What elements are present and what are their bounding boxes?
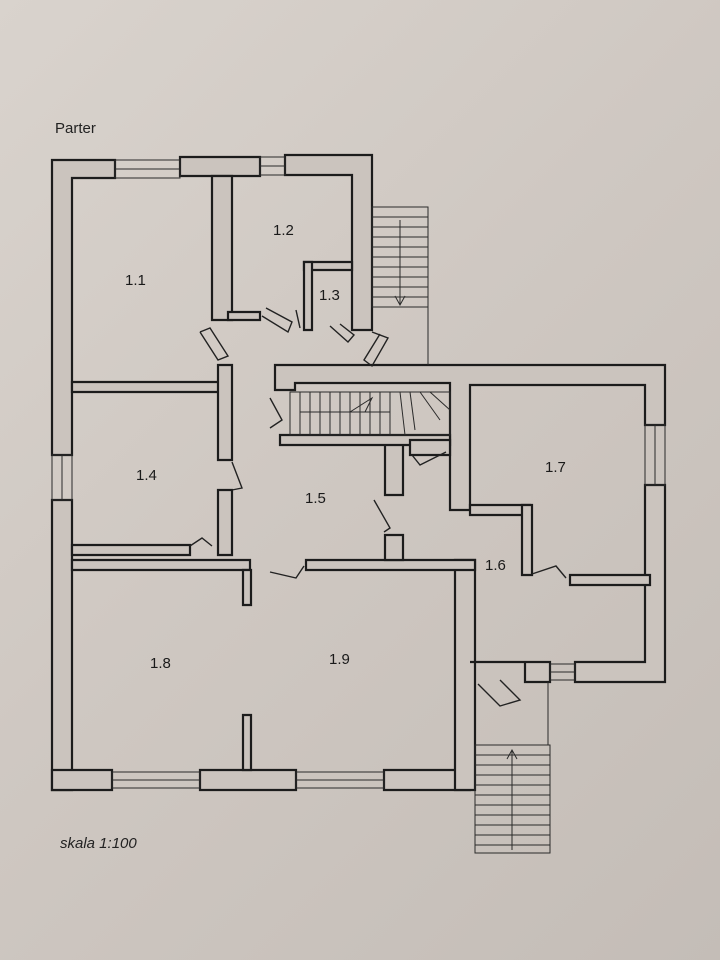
room-label-1-4: 1.4 [136, 467, 157, 484]
room-label-1-9: 1.9 [329, 651, 350, 668]
doors [189, 307, 567, 707]
plan-title: Parter [55, 120, 96, 137]
room-label-1-6: 1.6 [485, 557, 506, 574]
windows [51, 156, 666, 789]
room-label-1-3: 1.3 [319, 287, 340, 304]
room-label-1-1: 1.1 [125, 272, 146, 289]
stairs-lower-exterior [474, 682, 551, 854]
interior-walls [70, 174, 652, 772]
room-label-1-8: 1.8 [150, 655, 171, 672]
stairs-interior [289, 391, 451, 436]
room-label-1-2: 1.2 [273, 222, 294, 239]
scale-label: skala 1:100 [60, 835, 137, 852]
stairs-upper-exterior [371, 206, 429, 365]
room-label-1-7: 1.7 [545, 459, 566, 476]
room-labels: 1.1 1.2 1.3 1.4 1.5 1.6 1.7 1.8 1.9 [125, 222, 566, 672]
room-label-1-5: 1.5 [305, 490, 326, 507]
